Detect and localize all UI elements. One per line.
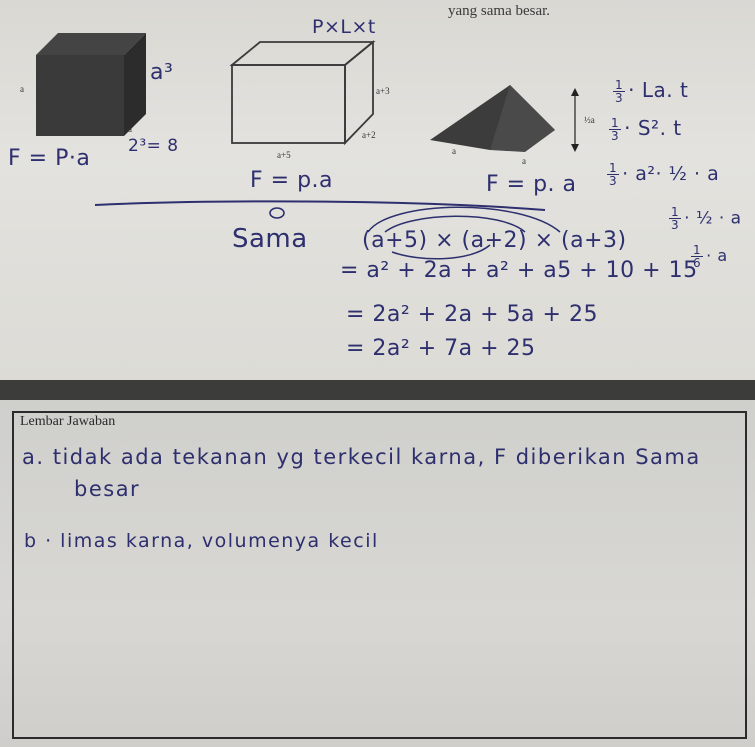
- pyramid-base-right: a: [522, 156, 526, 166]
- prism-depth-label: a+2: [362, 130, 376, 140]
- cube-force-formula: F = P·a: [8, 146, 91, 171]
- cube-icon: [36, 33, 146, 136]
- cube-volume-note: a³: [150, 60, 174, 85]
- separator-stroke: [94, 200, 546, 211]
- cube-side-label: a: [20, 84, 24, 94]
- pyramid-base-left: a: [452, 146, 456, 156]
- cube-bottom-label: a: [128, 124, 132, 134]
- header-fragment: yang sama besar.: [448, 3, 551, 19]
- rectangular-prism-icon: [229, 40, 376, 146]
- expansion-expression: (a+5) × (a+2) × (a+3): [362, 228, 627, 253]
- pyramid-icon: [430, 85, 579, 152]
- prism-length-label: a+5: [277, 150, 291, 160]
- prism-force-formula: F = p.a: [250, 168, 334, 193]
- answer-a-line-1: a. tidak ada tekanan yg terkecil karna, …: [22, 445, 701, 469]
- prism-height-label: a+3: [376, 86, 390, 96]
- cube-volume-example: 2³= 8: [128, 136, 179, 156]
- expansion-step-3: = 2a² + 7a + 25: [346, 336, 536, 361]
- shapes-illustration: [36, 33, 579, 260]
- pyramid-force-formula: F = p. a: [486, 172, 577, 197]
- small-circle-mark: [269, 207, 285, 219]
- answer-sheet-title: Lembar Jawaban: [20, 414, 116, 429]
- answer-box: [12, 411, 747, 739]
- answer-sheet-photo: [0, 400, 755, 747]
- pyramid-height-label: ½a: [584, 115, 595, 125]
- photo-divider: [0, 380, 755, 400]
- formula-box-note: P×L×t: [312, 16, 376, 38]
- answer-a-line-2: besar: [74, 477, 141, 501]
- expansion-label: Sama: [232, 224, 308, 254]
- expansion-step-2: = 2a² + 2a + 5a + 25: [346, 302, 598, 327]
- answer-b: b · limas karna, volumenya kecil: [24, 530, 379, 552]
- expansion-step-1: = a² + 2a + a² + a5 + 10 + 15: [340, 258, 698, 283]
